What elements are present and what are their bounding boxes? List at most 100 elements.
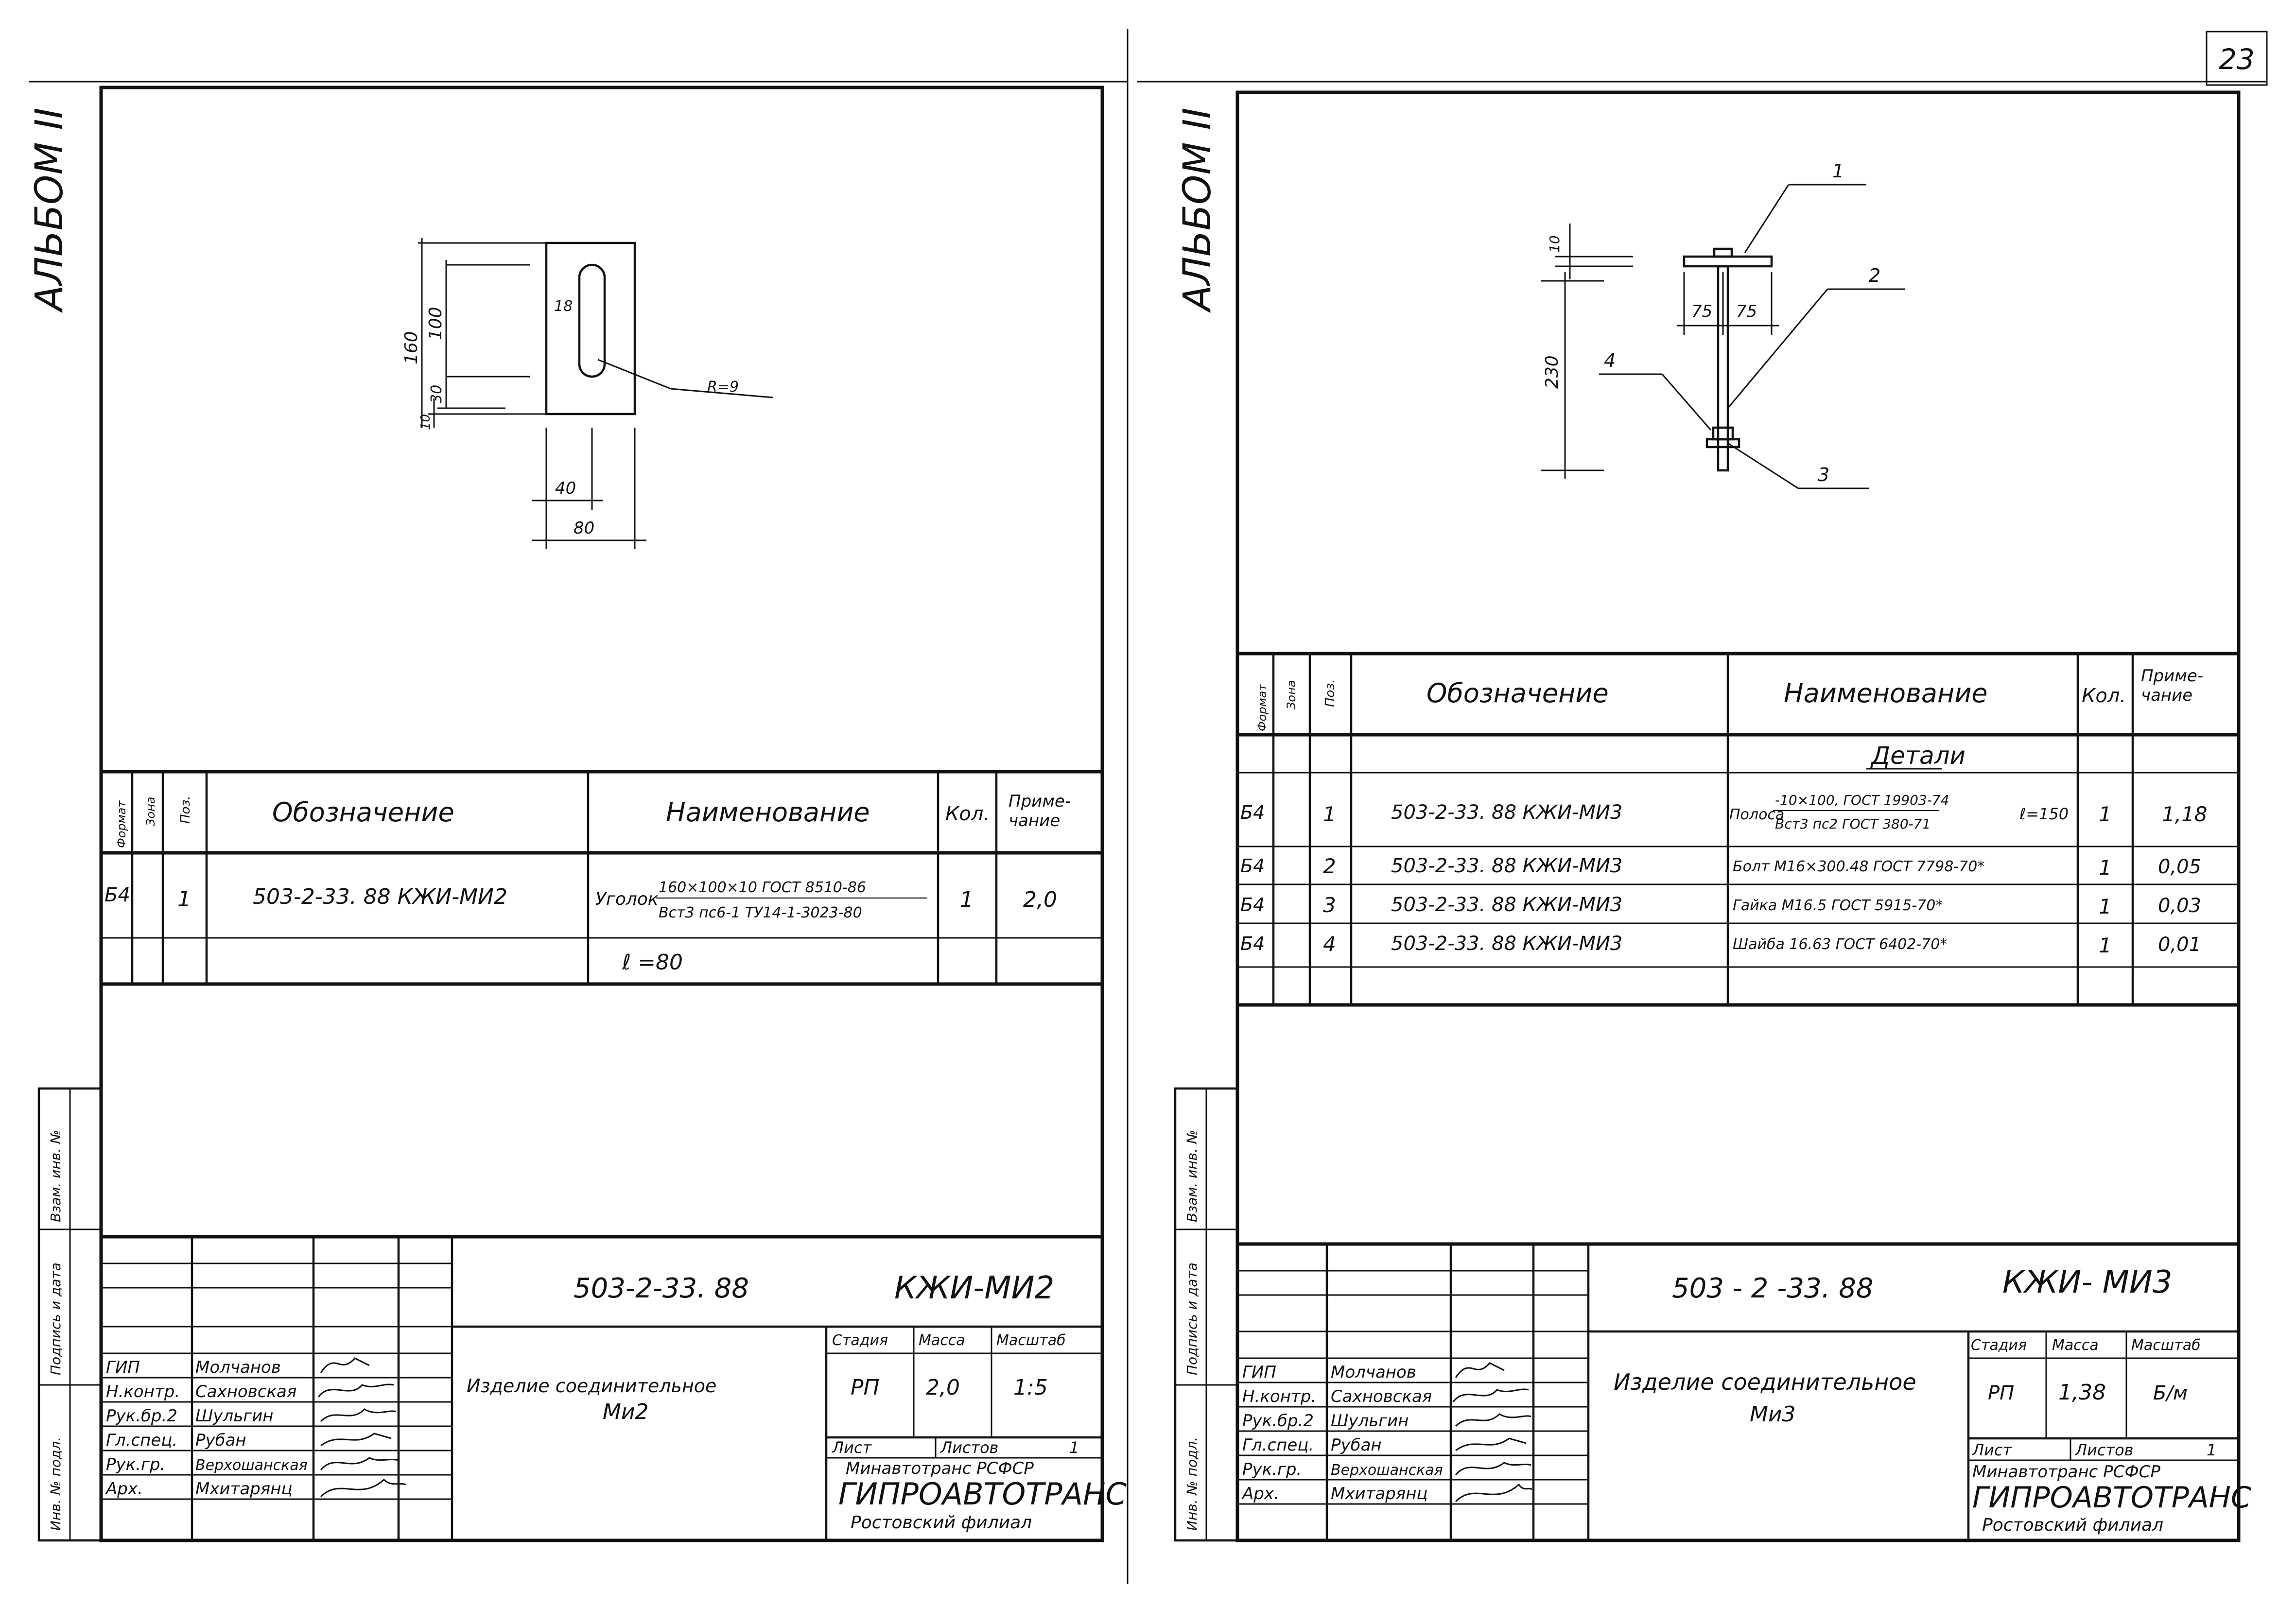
row-4-qty: 1 [2099,933,2112,957]
role-arh: Арх. [105,1479,143,1499]
role-rukgr: Рук.гр. [1242,1460,1302,1479]
mass: 2,0 [926,1375,960,1400]
role-rukbr: Рук.бр.2 [1242,1411,1314,1431]
section-title: Детали [1870,742,1966,770]
col-designation: Обозначение [1426,678,1609,708]
callout-3: 3 [1818,464,1829,485]
sheet-frame [1235,90,2241,1542]
row-4-pos: 4 [1323,932,1336,956]
row-2-note: 0,05 [2158,856,2201,878]
stage: РП [1988,1382,2014,1404]
name-verhoshanskaya: Верхошанская [1331,1462,1443,1479]
row-2-designation: 503-2-33. 88 КЖИ-МИ3 [1391,855,1622,877]
mass-label: Масса [919,1332,965,1349]
side-stamp-sign: Подпись и дата [1184,1262,1200,1375]
sheet-frame [99,86,1104,1542]
row-1-qty: 1 [2099,802,2112,826]
col-qty: Кол. [2082,685,2126,707]
scale-label: Масштаб [996,1332,1066,1349]
dim-18: 18 [554,298,573,315]
dim-r9: R=9 [707,379,739,396]
role-glspec: Гл.спец. [1242,1435,1314,1455]
col-name: Наименование [666,797,870,828]
name-verhoshanskaya: Верхошанская [195,1457,308,1474]
dim-160: 160 [401,331,421,364]
row-1-name-bottom: Вст3 пс6-1 ТУ14-1-3023-80 [659,904,862,921]
org-line3: Ростовский филиал [1982,1515,2163,1535]
name-shulgin: Шульгин [1331,1411,1409,1431]
col-designation: Обозначение [272,797,454,828]
row-3-pos: 3 [1323,893,1336,917]
doc-number: 503-2-33. 88 [574,1273,749,1304]
scale: Б/м [2153,1382,2188,1404]
row-1-format: Б4 [104,884,130,906]
col-note-2: чание [2141,686,2192,705]
name-mhitaryanc: Мхитарянц [195,1479,293,1499]
row-1-pos: 1 [177,887,191,912]
col-pos: Поз. [1323,679,1338,707]
row-2-qty: 1 [2099,856,2112,880]
callout-1: 1 [1832,160,1844,182]
row-1-name-prefix: Полоса [1729,806,1784,823]
callout-2: 2 [1869,265,1880,286]
org-line3: Ростовский филиал [851,1513,1032,1533]
row-2-name-extra: ℓ =80 [622,950,683,975]
sheet-left: АЛЬБОМ II Инв. № подл. Подпись и дата Вз… [28,86,1127,1542]
doc-number: 503 - 2 -33. 88 [1672,1273,1873,1304]
col-note-2: чание [1009,811,1060,830]
row-2-name: Болт М16×300.48 ГОСТ 7798-70* [1733,858,1984,875]
doc-code: КЖИ-МИ2 [894,1270,1054,1306]
row-2-pos: 2 [1323,854,1336,878]
org-line2: ГИПРОАВТОТРАНС [1972,1481,2251,1515]
row-4-name: Шайба 16.63 ГОСТ 6402-70* [1733,936,1947,953]
row-1-pos: 1 [1323,802,1336,826]
row-2-format: Б4 [1240,855,1265,877]
row-1-name-prefix: Уголок [595,889,659,909]
side-stamp-sign: Подпись и дата [48,1262,64,1375]
callout-4: 4 [1604,350,1616,371]
col-note-1: Приме- [2141,666,2203,686]
name-molchanov: Молчанов [195,1358,281,1377]
signatures [1452,1362,1532,1503]
sheets-label: Листов [2075,1441,2134,1459]
sheet-right: АЛЬБОМ II Инв. № подл. Подпись и дата Вз… [1174,90,2251,1542]
album-label: АЛЬБОМ II [1176,107,1219,313]
role-arh: Арх. [1241,1484,1279,1503]
row-1-designation: 503-2-33. 88 КЖИ-МИ3 [1391,801,1622,824]
spec-table: Формат Зона Поз. Обозначение Наименовани… [101,770,1102,986]
side-stamp-inv: Инв. № подл. [48,1437,64,1531]
subtitle: Ми3 [1750,1402,1796,1427]
org-line1: Минавтотранс РСФСР [1972,1462,2160,1482]
scale: 1:5 [1013,1375,1048,1400]
dim-230: 230 [1542,355,1562,389]
title-block: ГИП Н.контр. Рук.бр.2 Гл.спец. Рук.гр. А… [1237,1242,2251,1540]
title-block: ГИП Н.контр. Рук.бр.2 Гл.спец. Рук.гр. А… [101,1235,1127,1540]
row-1-note: 1,18 [2162,802,2208,826]
name-molchanov: Молчанов [1331,1363,1416,1382]
side-stamp-column: Инв. № подл. Подпись и дата Взам. инв. № [37,1087,103,1542]
sheets-count: 1 [2207,1441,2216,1459]
dim-10: 10 [418,414,433,430]
side-stamp-replace: Взам. инв. № [48,1130,64,1222]
org-line1: Минавтотранс РСФСР [846,1459,1034,1478]
row-4-designation: 503-2-33. 88 КЖИ-МИ3 [1391,933,1622,955]
col-note-1: Приме- [1009,792,1071,811]
row-3-name: Гайка М16.5 ГОСТ 5915-70* [1733,897,1943,914]
row-4-note: 0,01 [2158,933,2201,956]
sheets-label: Листов [940,1438,999,1457]
row-1-name-bottom: Вст3 пс2 ГОСТ 380-71 [1775,816,1931,832]
col-format: Формат [1255,684,1269,731]
dim-75-right: 75 [1736,302,1757,321]
dim-10: 10 [1547,235,1563,253]
row-1-name-top: -10×100, ГОСТ 19903-74 [1775,792,1949,808]
doc-code: КЖИ- МИ3 [2002,1264,2173,1300]
role-rukgr: Рук.гр. [106,1455,165,1474]
subtitle: Ми2 [603,1400,649,1424]
org-line2: ГИПРОАВТОТРАНС [838,1476,1127,1512]
signatures [317,1357,406,1498]
sheet-label: Лист [832,1438,872,1457]
sheets-count: 1 [1069,1438,1079,1457]
role-gip: ГИП [106,1358,140,1377]
row-4-format: Б4 [1240,933,1265,954]
